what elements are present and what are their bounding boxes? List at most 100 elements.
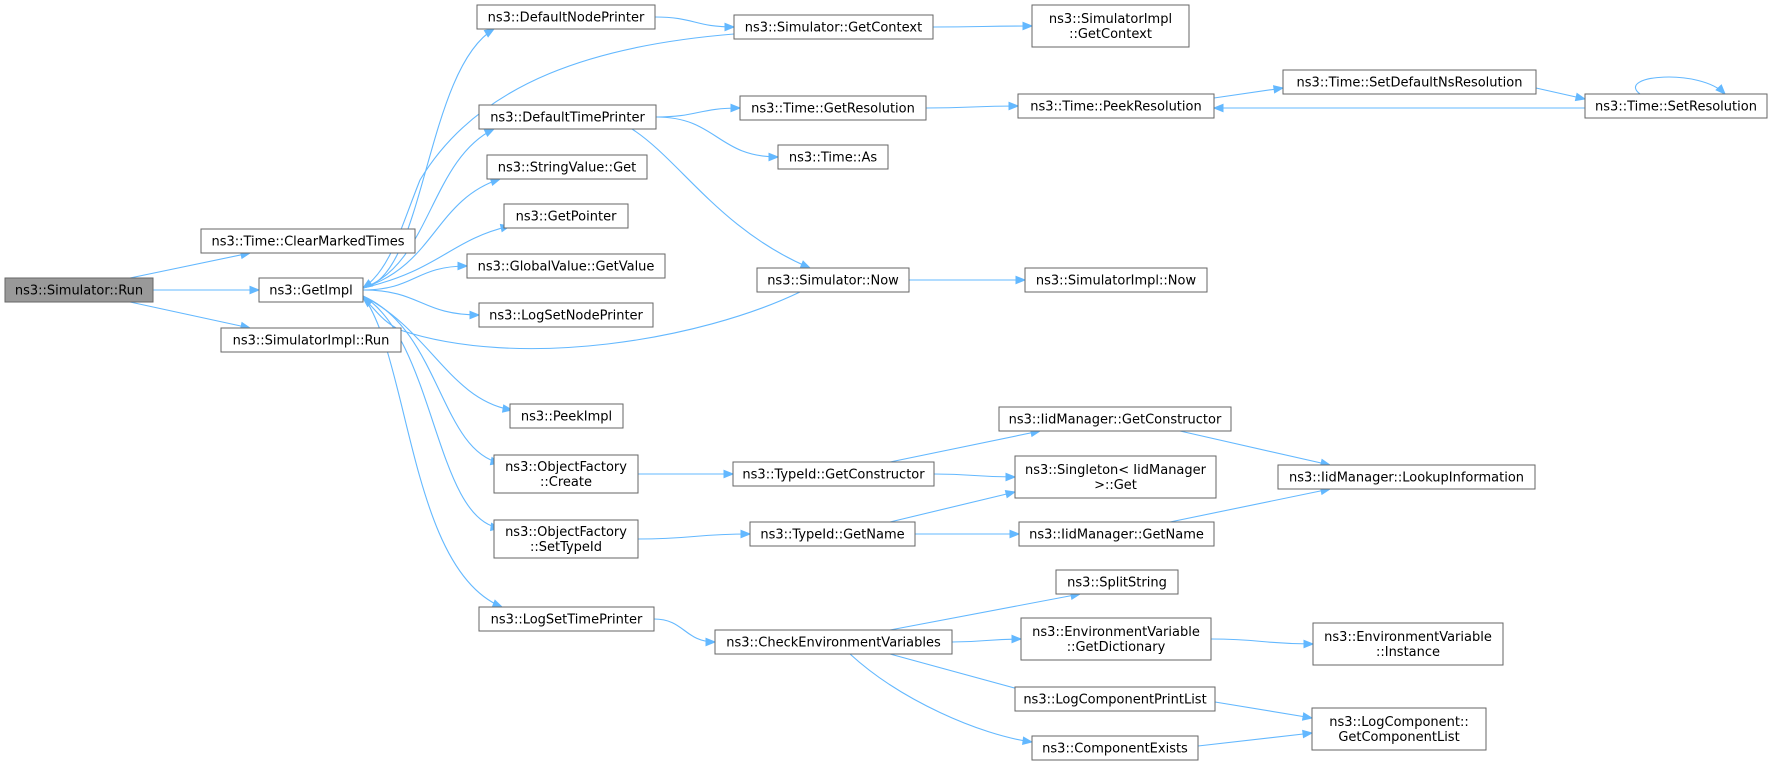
node-time-as[interactable]: ns3::Time::As (777, 144, 889, 170)
edge-line (362, 295, 501, 464)
edge-line (925, 105, 1019, 109)
node-log-comp-get-list[interactable]: ns3::LogComponent::GetComponentList (1311, 707, 1487, 751)
edge-arrowhead (491, 599, 504, 608)
edge-time-set-def-ns-to-time-set-res (1535, 87, 1587, 102)
node-label: ns3::PeekImpl (521, 410, 612, 425)
node-label: ns3::IidManager::GetConstructor (1009, 413, 1222, 428)
edge-arrowhead (457, 261, 469, 271)
node-label: ns3::Time::PeekResolution (1030, 100, 1201, 115)
node-of-create[interactable]: ns3::ObjectFactory::Create (493, 454, 639, 494)
node-box (503, 203, 629, 229)
node-box (220, 327, 402, 353)
edge-log-set-time-printer-to-check-env (653, 618, 717, 647)
edge-line (951, 638, 1022, 643)
node-peek-impl[interactable]: ns3::PeekImpl (509, 403, 624, 429)
node-run[interactable]: ns3::Simulator::Run (4, 277, 154, 303)
node-def-node-printer[interactable]: ns3::DefaultNodePrinter (476, 4, 656, 30)
edge-arrowhead (1015, 275, 1027, 285)
node-string-value-get[interactable]: ns3::StringValue::Get (486, 154, 648, 180)
edge-line (1169, 488, 1331, 523)
node-label: ns3::ObjectFactory (505, 525, 627, 540)
edge-line (362, 225, 511, 289)
edge-type-id-get-name-to-singleton-get (889, 489, 1017, 523)
edge-time-get-res-to-time-peek-res (925, 101, 1020, 111)
node-box (732, 461, 935, 487)
node-type-id-get-name[interactable]: ns3::TypeId::GetName (749, 521, 916, 547)
node-split-string[interactable]: ns3::SplitString (1055, 569, 1179, 595)
edge-run-to-sim-impl-run (129, 301, 252, 331)
node-get-impl[interactable]: ns3::GetImpl (258, 277, 364, 303)
edge-get-impl-to-def-time-printer (362, 128, 496, 289)
node-label: ns3::SimulatorImpl::Now (1036, 274, 1197, 289)
node-check-env[interactable]: ns3::CheckEnvironmentVariables (714, 629, 953, 655)
node-label: ns3::DefaultNodePrinter (488, 11, 645, 26)
node-label: ns3::Singleton< IidManager (1025, 463, 1207, 478)
edge-arrowhead (1022, 21, 1034, 31)
edge-line (889, 491, 1016, 523)
edge-arrowhead (1212, 103, 1224, 113)
node-box (749, 521, 916, 547)
edge-arrowhead (1574, 92, 1587, 102)
call-graph-edges (129, 16, 1726, 747)
node-box (1031, 735, 1199, 761)
node-label: ::Create (540, 475, 592, 490)
node-global-value-get[interactable]: ns3::GlobalValue::GetValue (466, 253, 666, 279)
node-log-set-node-printer[interactable]: ns3::LogSetNodePrinter (478, 302, 654, 328)
node-time-set-def-ns[interactable]: ns3::Time::SetDefaultNsResolution (1282, 69, 1537, 95)
edge-of-create-to-type-id-get-ctor (638, 469, 735, 479)
node-label: ns3::LogComponentPrintList (1023, 693, 1206, 708)
node-sim-impl-get-context[interactable]: ns3::SimulatorImpl::GetContext (1031, 4, 1190, 48)
edge-line (362, 128, 495, 289)
node-def-time-printer[interactable]: ns3::DefaultTimePrinter (478, 104, 657, 130)
node-label: ns3::EnvironmentVariable (1032, 625, 1200, 640)
node-box (1277, 464, 1536, 490)
node-sim-impl-run[interactable]: ns3::SimulatorImpl::Run (220, 327, 402, 353)
node-iid-lookup[interactable]: ns3::IidManager::LookupInformation (1277, 464, 1536, 490)
edge-arrowhead (483, 128, 496, 138)
node-box (478, 606, 655, 632)
node-time-peek-res[interactable]: ns3::Time::PeekResolution (1017, 93, 1215, 119)
node-time-set-res[interactable]: ns3::Time::SetResolution (1584, 93, 1768, 119)
node-log-comp-print-list[interactable]: ns3::LogComponentPrintList (1014, 686, 1216, 712)
edge-arrowhead (1009, 529, 1021, 539)
node-box (1031, 4, 1190, 48)
node-box (478, 302, 654, 328)
edge-sim-now-to-get-impl (361, 291, 801, 350)
node-comp-exists[interactable]: ns3::ComponentExists (1031, 735, 1199, 761)
node-box (258, 277, 364, 303)
node-singleton-get[interactable]: ns3::Singleton< IidManager>::Get (1014, 455, 1217, 499)
edge-arrowhead (1272, 85, 1285, 94)
node-clear-marked[interactable]: ns3::Time::ClearMarkedTimes (200, 228, 416, 254)
node-box (493, 519, 639, 559)
node-box (466, 253, 666, 279)
edge-get-impl-to-string-value-get (362, 177, 502, 289)
node-log-set-time-printer[interactable]: ns3::LogSetTimePrinter (478, 606, 655, 632)
node-label: ns3::LogComponent:: (1329, 715, 1469, 730)
node-sim-now[interactable]: ns3::Simulator::Now (756, 267, 910, 293)
node-iid-get-name[interactable]: ns3::IidManager::GetName (1018, 521, 1215, 547)
edge-line (129, 252, 251, 279)
node-env-get-dict[interactable]: ns3::EnvironmentVariable::GetDictionary (1020, 617, 1212, 661)
node-of-set-type-id[interactable]: ns3::ObjectFactory::SetTypeId (493, 519, 639, 559)
node-label: ns3::DefaultTimePrinter (490, 111, 645, 126)
node-env-instance[interactable]: ns3::EnvironmentVariable::Instance (1312, 622, 1504, 666)
node-label: ns3::Time::ClearMarkedTimes (211, 235, 404, 250)
edge-line (932, 25, 1033, 28)
edge-line (1214, 701, 1313, 719)
node-iid-get-ctor[interactable]: ns3::IidManager::GetConstructor (998, 406, 1232, 432)
node-type-id-get-ctor[interactable]: ns3::TypeId::GetConstructor (732, 461, 935, 487)
edge-check-env-to-comp-exists (849, 653, 1034, 746)
node-get-pointer[interactable]: ns3::GetPointer (503, 203, 629, 229)
edge-arrowhead (1005, 472, 1017, 482)
edge-line (849, 653, 1033, 743)
node-box (733, 14, 934, 40)
edge-line (1197, 732, 1313, 747)
edge-line (655, 107, 741, 118)
node-label: >::Get (1094, 478, 1137, 493)
node-box (1020, 617, 1212, 661)
node-box (1055, 569, 1179, 595)
node-label: ns3::GlobalValue::GetValue (478, 260, 655, 275)
node-sim-get-context[interactable]: ns3::Simulator::GetContext (733, 14, 934, 40)
node-sim-impl-now[interactable]: ns3::SimulatorImpl::Now (1024, 267, 1208, 293)
node-time-get-res[interactable]: ns3::Time::GetResolution (739, 95, 927, 121)
